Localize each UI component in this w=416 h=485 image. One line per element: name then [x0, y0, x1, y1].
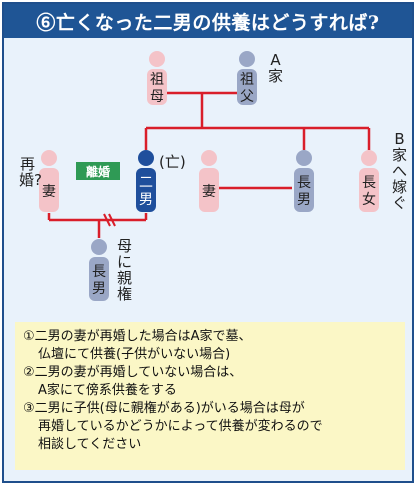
note-line: ②二男の妻が再婚していない場合は、 — [23, 365, 243, 380]
grandfather-label-2: 父 — [240, 89, 254, 105]
grandmother-label-2: 母 — [150, 89, 164, 105]
sibling-wife-figure: 妻 — [199, 150, 219, 212]
diagram-title: ⑥亡くなった二男の供養はどうすれば? — [4, 4, 412, 38]
grandson-figure: 長 男 — [89, 239, 109, 301]
second-son-label-2: 男 — [139, 192, 153, 208]
mother-custody-label: 母に親権 — [116, 237, 132, 303]
eldest-daughter-figure: 長 女 — [359, 150, 379, 212]
grandfather-figure: 祖 父 — [237, 51, 257, 105]
grandmother-label-1: 祖 — [150, 72, 164, 88]
a-family-label: A家 — [267, 51, 283, 85]
divorce-badge: 離婚 — [76, 162, 120, 180]
eldest-daughter-label-2: 女 — [362, 191, 376, 208]
eldest-son-label-1: 長 — [297, 175, 311, 191]
deceased-label: (亡) — [159, 153, 186, 171]
married-to-b-label: B家へ嫁ぐ — [391, 130, 407, 212]
second-son-label-1: 二 — [139, 175, 153, 191]
grandfather-label-1: 祖 — [240, 72, 254, 88]
second-son-figure: 二 男 — [136, 150, 156, 212]
note-line: ①二男の妻が再婚した場合はA家で墓、 — [23, 329, 252, 344]
notes-box: ①二男の妻が再婚した場合はA家で墓、 仏壇にて供養(子供がいない場合) ②二男の… — [15, 322, 405, 470]
family-tree: 祖 母 祖 父 妻 二 男 妻 長 男 — [39, 51, 379, 301]
wife-label: 妻 — [42, 184, 56, 200]
grandson-label-2: 男 — [92, 281, 106, 297]
divorce-mark — [103, 213, 116, 227]
relationship-lines — [47, 91, 371, 238]
note-line: ③二男に子供(母に親権がある)がいる場合は母が — [23, 401, 305, 416]
wife-figure: 妻 — [39, 150, 59, 212]
remarried-label: 再婚? — [19, 155, 42, 189]
eldest-daughter-label-1: 長 — [362, 175, 376, 191]
grandson-label-1: 長 — [92, 264, 106, 280]
note-line: A家にて傍系供養をする — [38, 383, 177, 398]
sibling-wife-label: 妻 — [202, 184, 216, 200]
note-line: 再婚しているかどうかによって供養が変わるので — [38, 419, 323, 434]
eldest-son-label-2: 男 — [297, 192, 311, 208]
eldest-son-figure: 長 男 — [294, 150, 314, 212]
note-line: 相談してください — [38, 437, 142, 452]
note-line: 仏壇にて供養(子供がいない場合) — [38, 347, 231, 362]
grandmother-figure: 祖 母 — [147, 51, 167, 105]
